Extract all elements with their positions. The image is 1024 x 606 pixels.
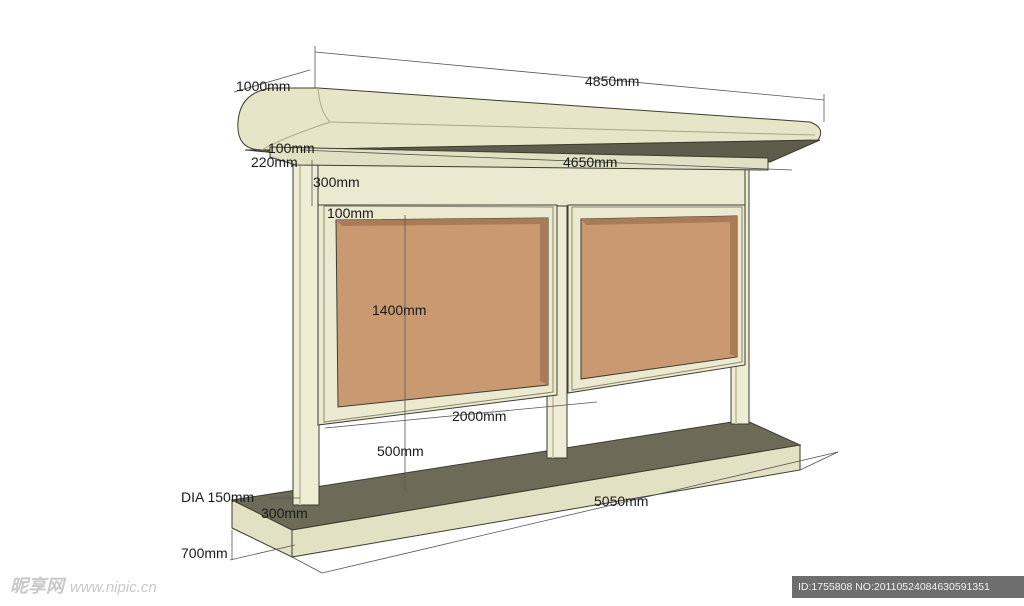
- board-frame-left: [317, 204, 558, 426]
- dim-roof-depth: 1000mm: [236, 78, 290, 94]
- dim-frame-width: 100mm: [327, 205, 374, 221]
- logo-url: www.nipic.cn: [70, 579, 157, 596]
- roof-top: [237, 87, 822, 151]
- dim-board-width: 2000mm: [452, 408, 506, 424]
- post-left: [292, 164, 320, 506]
- dim-clearance: 500mm: [377, 443, 424, 459]
- cork-panel-right: [580, 215, 738, 380]
- site-logo-watermark: 昵享网 www.nipic.cn: [10, 572, 157, 598]
- dim-fascia-220: 220mm: [251, 154, 298, 170]
- dimension-lines: [229, 46, 839, 574]
- roof: [237, 87, 822, 171]
- image-id-bar: ID:1755808 NO:20110524084630591351: [792, 576, 1024, 598]
- dim-board-height: 1400mm: [372, 302, 426, 318]
- dim-base-height: 300mm: [261, 505, 308, 521]
- board-frame-right: [567, 204, 746, 394]
- dim-fascia-100: 100mm: [268, 140, 315, 156]
- dim-inner-span: 4650mm: [563, 154, 617, 170]
- logo-text: 昵享网: [10, 576, 64, 596]
- cork-panel-left: [335, 217, 549, 408]
- dim-post-dia: DIA 150mm: [181, 489, 254, 505]
- dim-base-length: 5050mm: [594, 493, 648, 509]
- image-id-text: ID:1755808 NO:20110524084630591351: [798, 581, 990, 593]
- dim-base-depth: 700mm: [181, 545, 228, 561]
- dim-roof-length: 4850mm: [585, 73, 639, 89]
- dim-header-height: 300mm: [313, 174, 360, 190]
